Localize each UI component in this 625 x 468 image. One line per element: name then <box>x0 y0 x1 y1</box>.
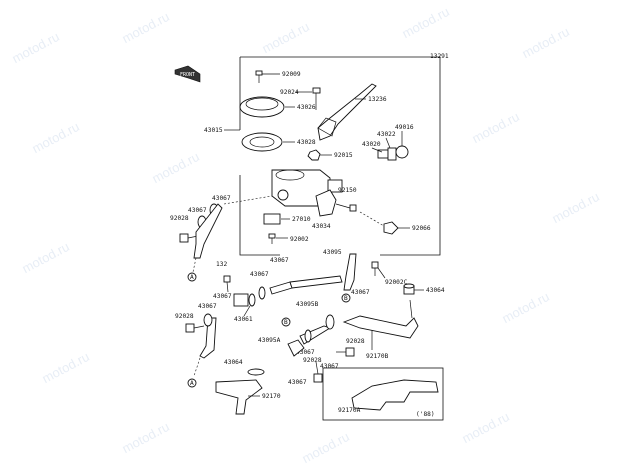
label-13236: 13236 <box>368 96 387 103</box>
label-43067-c: 43067 <box>351 289 370 296</box>
label-92028-c: 92028 <box>303 357 322 364</box>
washer-43067 <box>203 313 213 327</box>
label-92002: 92002 <box>290 236 309 243</box>
grommet-43064 <box>403 283 415 295</box>
diaphragm-43028 <box>241 132 283 152</box>
label-92015: 92015 <box>334 152 353 159</box>
label-43095: 43095 <box>323 249 342 256</box>
label-43022: 43022 <box>377 131 396 138</box>
label-92024: 92024 <box>280 89 299 96</box>
piston-kit <box>377 145 409 161</box>
clamp-43034 <box>315 189 337 217</box>
label-43067-h: 43067 <box>296 349 315 356</box>
label-43028: 43028 <box>297 139 316 146</box>
three-way-joint-43061 <box>233 286 266 307</box>
bolt-92009 <box>255 70 263 83</box>
label-92028-a: 92028 <box>170 215 189 222</box>
label-43067-e: 43067 <box>270 257 289 264</box>
callout-a-lower-label: A <box>190 380 194 387</box>
callout-b-right-label: B <box>344 295 348 302</box>
label-43067-a: 43067 <box>212 195 231 202</box>
grommet-43064-b <box>247 368 265 376</box>
label-43020: 43020 <box>362 141 381 148</box>
label-92028-d: 92028 <box>346 338 365 345</box>
bracket-92170 <box>215 379 263 415</box>
front-label: FRONT <box>180 72 195 78</box>
washer-43067 <box>304 329 312 343</box>
label-43064-a: 43064 <box>426 287 445 294</box>
label-43095a: 43095A <box>258 337 281 344</box>
label-92028-b: 92028 <box>175 313 194 320</box>
label-43067-g: 43067 <box>198 303 217 310</box>
banjo-bolt-92028-c <box>336 347 355 357</box>
cap-92066 <box>383 221 399 235</box>
master-cylinder-body <box>271 169 343 207</box>
label-92002c: 92002C <box>385 279 408 286</box>
brake-hose-43095b <box>269 281 293 295</box>
callout-a-lower <box>187 378 197 388</box>
label-92066: 92066 <box>412 225 431 232</box>
label-92170: 92170 <box>262 393 281 400</box>
banjo-bolt-92028-d <box>313 361 323 383</box>
label-92170b: 92170B <box>366 353 389 360</box>
label-43026: 43026 <box>297 104 316 111</box>
brake-hose-upper-left <box>193 203 223 259</box>
label-92170a: 92170A <box>338 407 361 414</box>
label-43095b: 43095B <box>296 301 319 308</box>
label-92009: 92009 <box>282 71 301 78</box>
label-132: 132 <box>216 261 227 268</box>
label-43064-b: 43064 <box>224 359 243 366</box>
master-cylinder-frame <box>240 56 441 256</box>
label-43067-d: 43067 <box>250 271 269 278</box>
bolt-92150 <box>335 203 357 212</box>
bracket-92170b <box>342 315 419 339</box>
callout-b-right <box>341 293 351 303</box>
label-43067-f: 43067 <box>213 293 232 300</box>
label-43067-j: 43067 <box>288 379 307 386</box>
reservoir-cap-43026 <box>239 96 285 118</box>
bolt-132 <box>223 275 231 293</box>
callout-a-upper <box>187 272 197 282</box>
label-27010: 27010 <box>292 216 311 223</box>
brake-hose-43095a <box>299 325 332 345</box>
diagram-code: 13291 <box>430 53 449 60</box>
label-92150: 92150 <box>338 187 357 194</box>
nut-92015 <box>307 149 321 161</box>
callout-b-mid-label: B <box>284 319 288 326</box>
brake-hose-43095 <box>343 253 357 291</box>
pivot-bolt-92024 <box>312 87 321 110</box>
brake-lever-13236 <box>317 83 377 141</box>
bolt-92002c <box>371 261 379 276</box>
label-43067-i: 43067 <box>320 363 339 370</box>
label-43061: 43061 <box>234 316 253 323</box>
callout-a-upper-label: A <box>190 274 194 281</box>
inset-frame-88 <box>322 367 444 421</box>
bracket-92170a <box>351 379 439 411</box>
label-43015: 43015 <box>204 127 223 134</box>
label-43067-b: 43067 <box>188 207 207 214</box>
screw-92002 <box>268 233 276 244</box>
front-arrow-icon: FRONT <box>174 65 201 83</box>
banjo-43095a <box>287 339 305 357</box>
inset-year-note: ('88) <box>416 411 435 418</box>
banjo-bolt-92028-b <box>185 323 205 333</box>
label-49016: 49016 <box>395 124 414 131</box>
brake-switch-27010 <box>263 213 281 225</box>
washer-43067 <box>325 314 335 330</box>
label-43034: 43034 <box>312 223 331 230</box>
banjo-bolt-92028-a <box>179 233 199 243</box>
callout-b-mid <box>281 317 291 327</box>
brake-hose-lower-left <box>199 317 217 359</box>
